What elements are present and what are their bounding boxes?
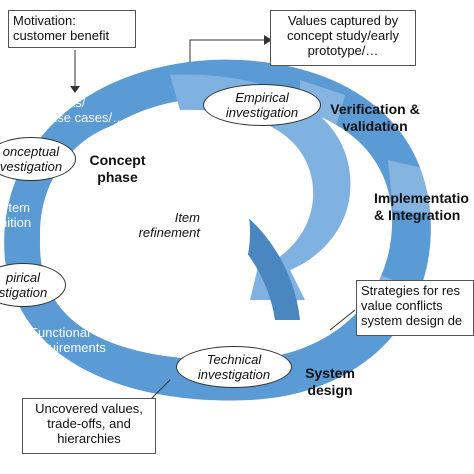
motivation-box: Motivation: customer benefit (8, 10, 136, 48)
strategies-box: Strategies for res value conflicts syste… (356, 280, 474, 336)
verification-validation-label: Verification & validation (330, 101, 420, 134)
label-item-refinement: Item refinement (138, 210, 200, 240)
empirical-investigation-oval-top: Empirical investigation (203, 84, 321, 126)
ring-segment-right-2 (388, 160, 430, 215)
inner-spiral-band (170, 74, 351, 300)
conceptual-investigation-oval: onceptual vestigation (0, 137, 76, 181)
implementation-integration-label: Implementatio & Integration (374, 190, 469, 223)
label-item-definition: tem nition (0, 200, 32, 230)
system-design-label: System design (305, 365, 355, 398)
uncovered-values-box: Uncovered values, trade-offs, and hierar… (22, 398, 156, 454)
concept-phase-label: Concept phase (89, 152, 146, 185)
label-ideas: Ideas/ use cases/… (50, 95, 126, 125)
technical-investigation-oval: Technical investigation (176, 346, 292, 388)
empirical-investigation-oval-left: pirical stigation (0, 263, 66, 307)
label-functional-requirements: Functional requirements (30, 325, 106, 355)
values-captured-box: Values captured by concept study/early p… (270, 10, 416, 66)
